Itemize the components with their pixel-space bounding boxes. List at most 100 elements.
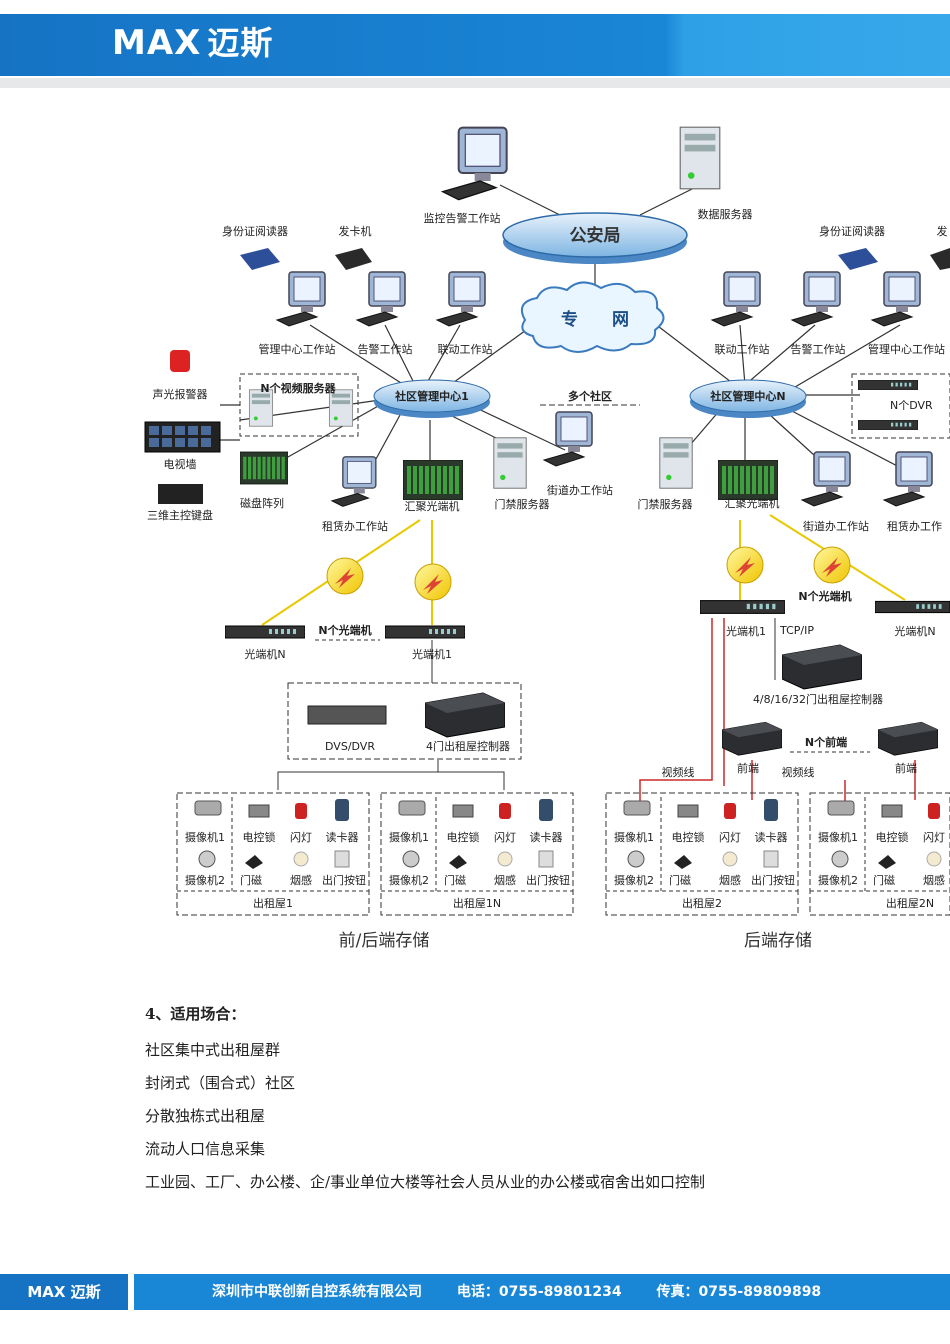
optic-n-left-icon <box>225 625 305 639</box>
alarm-ws-label: 监控告警工作站 <box>424 211 501 225</box>
alarm-ws-right-label: 告警工作站 <box>791 342 846 356</box>
dvs-icon <box>307 705 387 725</box>
door-server-left-label: 门禁服务器 <box>495 497 550 511</box>
rental-room-box <box>380 792 574 916</box>
id-reader-right-label: 身份证阅读器 <box>819 224 885 238</box>
front-2-label: 前端 <box>895 761 917 775</box>
smoke-detector-icon <box>293 851 309 867</box>
flash-label: 闪灯 <box>494 830 516 844</box>
flash-label: 闪灯 <box>719 830 741 844</box>
keyboard-label: 三维主控键盘 <box>147 508 213 522</box>
disk-array-label: 磁盘阵列 <box>240 496 284 510</box>
footer-fax: 传真：0755-89809898 <box>656 1284 822 1300</box>
rent-ws-left-icon <box>331 456 377 508</box>
lock-label: 电控锁 <box>243 830 276 844</box>
link-ws-left-icon <box>436 271 486 327</box>
header-divider <box>0 78 950 88</box>
flash-icon <box>928 803 940 819</box>
optic-1-right-label: 光端机1 <box>726 624 766 638</box>
section-item: 工业园、工厂、办公楼、企/事业单位大楼等社会人员从业的办公楼或宿舍出如口控制 <box>145 1173 706 1191</box>
room-label: 出租屋1 <box>253 896 293 910</box>
street-ws-left-icon <box>543 411 593 467</box>
door-magnet-icon <box>878 855 896 869</box>
rent-ws-right-label: 租赁办工作 <box>887 519 942 533</box>
mgmt-ws-right-icon <box>871 271 921 327</box>
id-reader-left-icon <box>240 248 280 270</box>
door-server-right-label: 门禁服务器 <box>638 497 693 511</box>
tv-wall-label: 电视墙 <box>164 457 197 471</box>
room-label: 出租屋2N <box>886 896 934 910</box>
smoke-detector-icon <box>926 851 942 867</box>
application-section: 4、适用场合： 社区集中式出租屋群 封闭式（围合式）社区 分散独栋式出租屋 流动… <box>145 1003 705 1199</box>
mgmt-ws-left-icon <box>276 271 326 327</box>
video-servers-label: N个视频服务器 <box>260 381 336 395</box>
caption-left: 前/后端存储 <box>339 931 430 951</box>
n-optic-right-label: N个光端机 <box>798 589 851 603</box>
police-center-label: 公安局 <box>570 225 621 246</box>
dvr-box <box>851 373 950 439</box>
lock-icon <box>881 804 903 818</box>
private-network-label: 专 网 <box>561 309 629 330</box>
dome-camera-icon <box>831 850 849 868</box>
monitor-alarm-workstation-icon <box>441 126 508 201</box>
smoke-label: 烟感 <box>494 873 516 887</box>
multi-community-label: 多个社区 <box>568 389 612 403</box>
dome-camera-icon <box>402 850 420 868</box>
optic-hub-right-icon <box>718 460 778 500</box>
card-issuer-right-label: 发 <box>937 224 948 238</box>
exit-button-icon <box>763 850 779 868</box>
door-server-right-icon <box>659 437 693 489</box>
dvs-controller-box <box>287 682 522 760</box>
camera-icon <box>194 800 222 816</box>
optic-1-left-icon <box>385 625 465 639</box>
door-magnet-label: 门磁 <box>669 873 691 887</box>
link-ws-left-label: 联动工作站 <box>438 342 493 356</box>
card-reader-icon <box>539 799 553 821</box>
section-item: 流动人口信息采集 <box>145 1140 266 1158</box>
optic-link-icon-2 <box>414 563 452 601</box>
camera1-label: 摄像机1 <box>389 830 429 844</box>
footer-bar: MAX 迈斯 深圳市中联创新自控系统有限公司 电话：0755-89801234 … <box>0 1274 950 1310</box>
data-server-icon <box>679 126 721 190</box>
camera2-label: 摄像机2 <box>818 873 858 887</box>
camera-icon <box>398 800 426 816</box>
front-1-label: 前端 <box>737 761 759 775</box>
link-ws-right-icon <box>711 271 761 327</box>
alarm-ws-right-icon <box>791 271 841 327</box>
rental-room-box <box>605 792 799 916</box>
optic-n-left-label: 光端机N <box>244 647 285 661</box>
system-topology-diagram: 公安局 专 网 监控告警工作站 数据服务器 身份证阅读器 发卡机 管理中心工作站… <box>144 126 950 951</box>
smoke-label: 烟感 <box>290 873 312 887</box>
footer-phone: 电话：0755-89801234 <box>456 1284 622 1300</box>
flash-icon <box>295 803 307 819</box>
video-server-icon-2 <box>328 389 354 427</box>
optic-hub-left-label: 汇聚光端机 <box>405 499 460 513</box>
camera1-label: 摄像机1 <box>818 830 858 844</box>
camera-icon <box>827 800 855 816</box>
id-reader-right-icon <box>838 248 878 270</box>
dvs-label: DVS/DVR <box>325 740 375 753</box>
street-ws-left-label: 街道办工作站 <box>547 483 613 497</box>
lock-label: 电控锁 <box>447 830 480 844</box>
video-line-1-label: 视频线 <box>662 765 695 779</box>
keyboard-icon <box>158 484 203 504</box>
card-issuer-left-icon <box>335 248 372 270</box>
disk-array-icon <box>240 451 288 485</box>
section-item: 封闭式（围合式）社区 <box>145 1074 296 1092</box>
reader-label: 读卡器 <box>530 830 563 844</box>
lock-icon <box>452 804 474 818</box>
exit-button-label: 出门按钮 <box>526 873 570 887</box>
controller-left-icon <box>425 692 505 738</box>
siren-icon <box>170 350 190 372</box>
rental-rooms-group: 摄像机1摄像机2电控锁闪灯读卡器门磁烟感出门按钮出租屋1摄像机1摄像机2电控锁闪… <box>176 792 950 916</box>
door-magnet-label: 门磁 <box>240 873 262 887</box>
header-bar <box>0 14 950 76</box>
exit-button-label: 出门按钮 <box>322 873 366 887</box>
controller-left-label: 4门出租屋控制器 <box>426 739 510 753</box>
video-line-2-label: 视频线 <box>782 765 815 779</box>
front-1-icon <box>722 721 782 756</box>
n-front-label: N个前端 <box>805 735 847 749</box>
street-ws-right-label: 街道办工作站 <box>803 519 869 533</box>
optic-hub-left-icon <box>403 460 463 500</box>
door-magnet-icon <box>245 855 263 869</box>
